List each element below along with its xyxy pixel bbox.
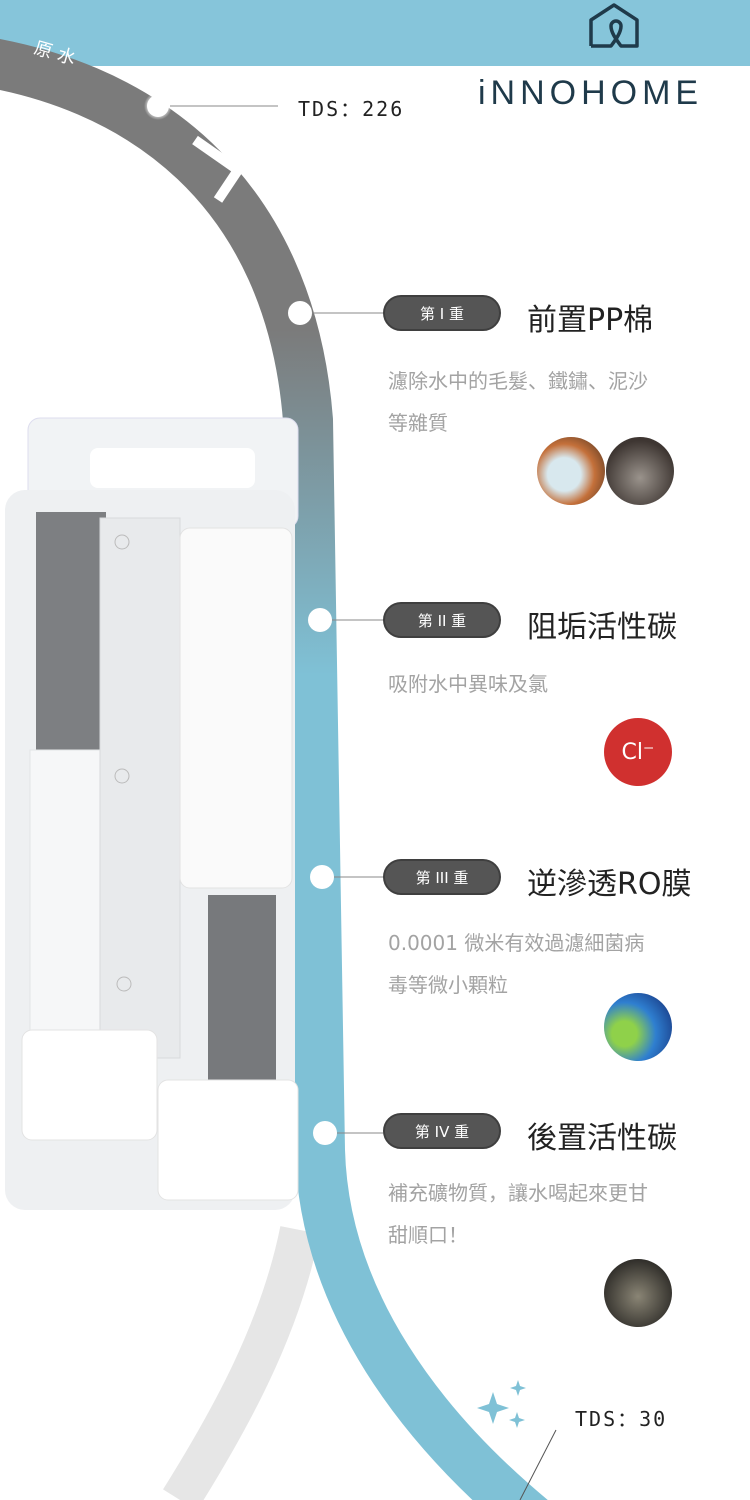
tds-end: TDS：30	[575, 1407, 668, 1431]
bacteria-image	[604, 993, 672, 1061]
sediment-image	[606, 437, 674, 505]
water-path	[0, 39, 548, 1500]
stage-2-title: 阻垢活性碳	[527, 610, 677, 645]
rust-image	[537, 437, 605, 505]
stage-1-desc: 濾除水中的毛髮、鐵鏽、泥沙等雜質	[388, 369, 648, 435]
stage-1-title: 前置PP棉	[527, 303, 654, 338]
sparkle-icon	[477, 1380, 526, 1428]
stage-3-desc: 0.0001 微米有效過濾細菌病毒等微小顆粒	[388, 931, 645, 997]
filter-product-illustration	[5, 417, 299, 1210]
stage-1-badge: 第 I 重	[383, 295, 501, 331]
flow-dots	[144, 92, 337, 1145]
mineral-image	[604, 1259, 672, 1327]
brand-logo-text: iNNOHOME	[478, 74, 704, 112]
tds-start: TDS：226	[298, 97, 405, 121]
chlorine-ion-icon: Cl⁻	[604, 718, 672, 786]
stage-2-badge: 第 II 重	[383, 602, 501, 638]
stage-3-title: 逆滲透RO膜	[527, 867, 692, 902]
chevron-icon	[192, 135, 245, 203]
house-loop-icon	[589, 3, 639, 48]
stage-3-badge: 第 III 重	[383, 859, 501, 895]
back-band	[163, 1226, 320, 1500]
stage-4-desc: 補充礦物質，讓水喝起來更甘甜順口！	[388, 1181, 648, 1247]
stage-4-title: 後置活性碳	[527, 1121, 677, 1156]
stage-4-badge: 第 IV 重	[383, 1113, 501, 1149]
stage-2-desc: 吸附水中異味及氯	[388, 672, 548, 696]
